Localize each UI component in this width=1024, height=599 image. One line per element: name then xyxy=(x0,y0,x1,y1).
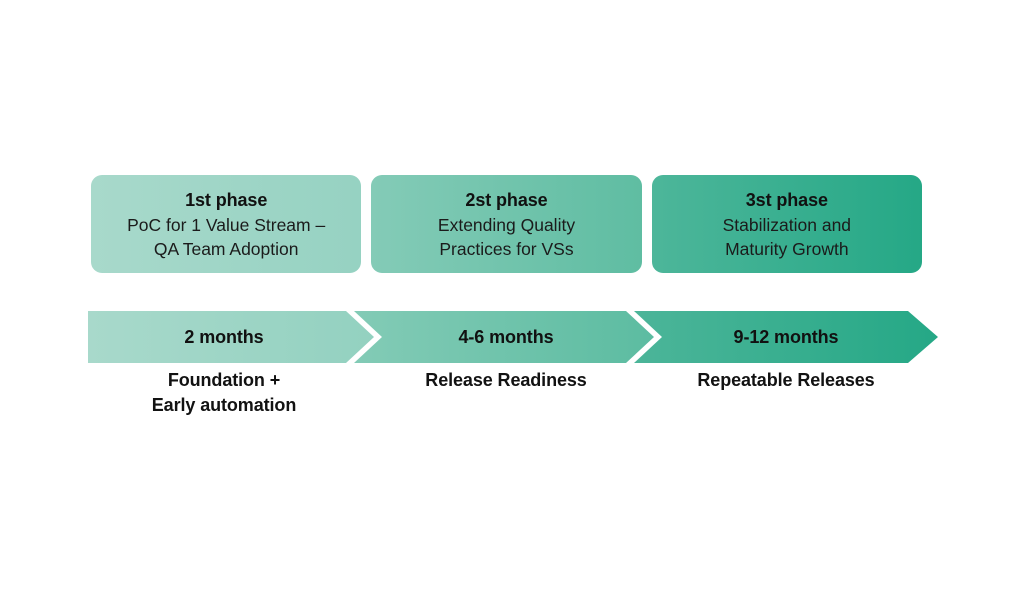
chevron-segment-3[interactable] xyxy=(634,311,938,363)
phase-description-2: Extending Quality Practices for VSs xyxy=(437,214,576,259)
phase-title-1: 1st phase xyxy=(185,189,268,210)
outcome-label-1: Foundation + Early automation xyxy=(151,370,297,415)
outcome-row: Foundation + Early automation Release Re… xyxy=(88,368,938,418)
duration-chevron-row: 2 months 4-6 months 9-12 months xyxy=(88,311,938,363)
phase-card-row: 1st phase PoC for 1 Value Stream – QA Te… xyxy=(91,175,922,273)
outcome-label-2: Release Readiness xyxy=(425,370,587,390)
phase-card-3[interactable]: 3st phase Stabilization and Maturity Gro… xyxy=(651,175,922,273)
phase-card-1[interactable]: 1st phase PoC for 1 Value Stream – QA Te… xyxy=(91,175,362,273)
phase-title-3: 3st phase xyxy=(745,189,828,210)
phase-description-3: Stabilization and Maturity Growth xyxy=(722,214,852,259)
chevron-segment-1[interactable] xyxy=(88,311,374,363)
chevron-timeline-graphic xyxy=(88,311,938,363)
outcome-label-3: Repeatable Releases xyxy=(697,370,875,390)
phase-title-2: 2st phase xyxy=(465,189,548,210)
chevron-segment-2[interactable] xyxy=(354,311,654,363)
phase-description-1: PoC for 1 Value Stream – QA Team Adoptio… xyxy=(127,214,326,259)
phase-card-2[interactable]: 2st phase Extending Quality Practices fo… xyxy=(371,175,642,273)
